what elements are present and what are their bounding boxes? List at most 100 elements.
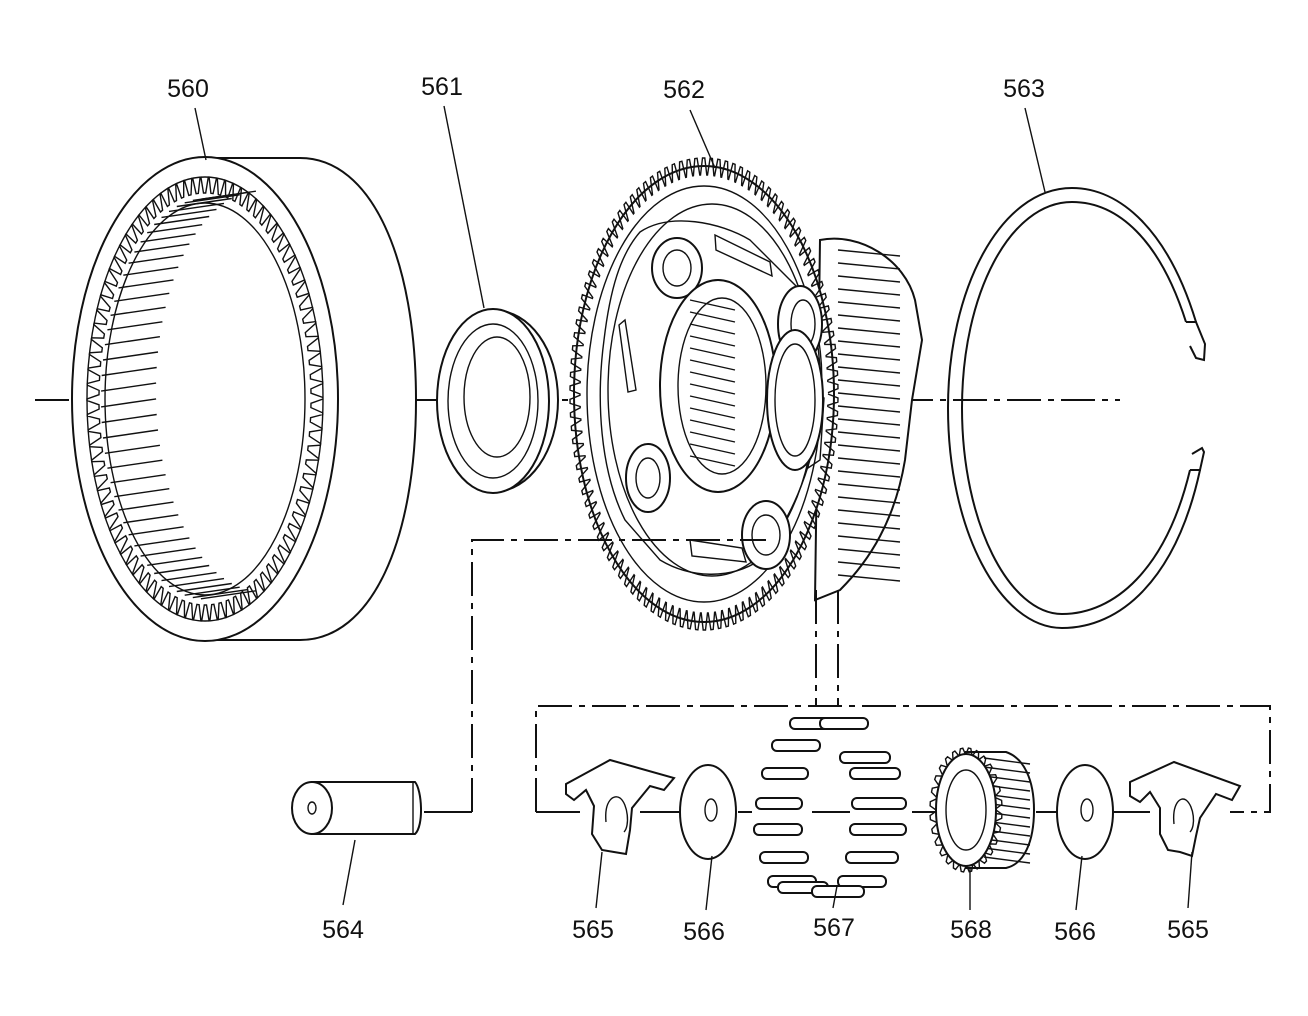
leader-561 [443, 105, 485, 309]
ring-tooth-face [147, 556, 203, 566]
thrust-washer-565-left [565, 758, 688, 856]
hub-spline [689, 443, 736, 455]
needle-roller [851, 797, 907, 810]
rear-pinion-tooth [837, 288, 901, 296]
pinion-tooth-face [983, 856, 1031, 864]
rear-pinion-tooth [837, 379, 901, 387]
pinion-assembly-bracket [535, 590, 1271, 813]
ring-tooth-face [154, 564, 210, 575]
rear-pinion-tooth [837, 249, 901, 257]
rear-pinion-tooth [837, 366, 901, 374]
leader-565b [1187, 851, 1193, 909]
hub-spline [689, 299, 736, 311]
ring-tooth-face [107, 459, 163, 469]
rear-pinion-tooth [837, 457, 901, 465]
leader-566a [705, 855, 713, 911]
rear-pinion-tooth [837, 483, 901, 491]
thrust-washer-565-right [1129, 760, 1242, 858]
ring-gear-tooth-faces [100, 190, 257, 600]
rear-pinion-tooth [837, 509, 901, 517]
needle-roller [839, 751, 891, 764]
hub-splines [689, 299, 736, 467]
rear-pinion-tooth [837, 470, 901, 478]
rear-pinion-tooth [837, 561, 901, 569]
carrier-gear-teeth [569, 157, 839, 631]
leader-lines [194, 105, 1193, 911]
ring-tooth-face [134, 243, 190, 253]
ring-tooth-face [200, 590, 257, 600]
hub-spline [689, 395, 736, 407]
rear-pinion-tooth [837, 314, 901, 322]
callout-568: 568 [950, 916, 992, 944]
needle-roller [755, 797, 803, 810]
hub-spline [689, 311, 736, 323]
ring-tooth-face [140, 233, 196, 243]
rear-pinion-tooth [837, 327, 901, 335]
ring-tooth-face [114, 292, 170, 302]
ring-tooth-face [114, 488, 170, 498]
ring-tooth-face [161, 571, 217, 582]
ring-tooth-face [100, 398, 157, 408]
leader-567 [832, 885, 838, 909]
ring-tooth-face [140, 547, 196, 557]
ring-tooth-face [123, 514, 179, 524]
leader-564 [342, 839, 356, 906]
ring-tooth-face [107, 321, 163, 331]
needle-roller [811, 885, 865, 898]
rear-pinion-teeth [837, 249, 901, 582]
internal-ring-gear-560 [71, 156, 418, 642]
needle-roller [849, 823, 907, 836]
needle-roller [759, 851, 809, 864]
snap-ring-563 [946, 186, 1207, 630]
rear-pinion-tooth [837, 418, 901, 426]
pinion-shaft-564 [291, 781, 472, 835]
ring-tooth-face [154, 215, 210, 226]
leader-562 [689, 109, 716, 169]
ring-tooth-profile [86, 176, 324, 622]
ring-tooth-face [128, 254, 184, 264]
needle-roller [753, 823, 803, 836]
ring-tooth-face [118, 279, 174, 289]
ring-tooth-face [200, 190, 257, 200]
ring-tooth-face [147, 224, 203, 234]
rear-pinion-tooth [837, 522, 901, 530]
ring-tooth-face [176, 582, 232, 593]
assembly-leader-564 [471, 539, 766, 812]
needle-roller [761, 767, 809, 780]
pinion-tooth-face [983, 757, 1031, 765]
ring-tooth-face [192, 588, 248, 599]
ring-tooth-face [128, 526, 184, 536]
ring-tooth-face [184, 194, 240, 204]
ring-tooth-face [101, 366, 157, 377]
callout-560: 560 [167, 75, 209, 103]
needle-roller [849, 767, 901, 780]
hub-spline [689, 383, 736, 395]
ring-tooth-face [110, 474, 166, 484]
callout-565-left: 565 [572, 916, 614, 944]
ring-tooth-face [102, 351, 159, 361]
callout-labels: 560 561 562 563 564 565 566 567 568 566 … [167, 73, 1209, 946]
ring-tooth-face [161, 208, 217, 219]
callout-562: 562 [663, 76, 705, 104]
washer-566-left [679, 764, 752, 860]
callout-567: 567 [813, 914, 855, 942]
ring-tooth-face [100, 382, 157, 392]
ring-tooth-face [118, 501, 174, 511]
planetary-carrier-562 [569, 157, 924, 631]
needle-bearings-567 [753, 717, 907, 898]
rear-pinion-tooth [837, 392, 901, 400]
ring-tooth-face [104, 444, 161, 454]
ring-tooth-face [104, 336, 161, 346]
leader-563 [1024, 107, 1046, 193]
callout-563: 563 [1003, 75, 1045, 103]
hub-spline [689, 407, 736, 419]
rear-pinion-tooth [837, 340, 901, 348]
ring-tooth-face [168, 577, 225, 588]
seal-561 [436, 308, 560, 494]
ring-gear-teeth [86, 176, 324, 622]
rear-pinion-tooth [837, 275, 901, 283]
ring-tooth-face [168, 202, 225, 213]
needle-roller [845, 851, 899, 864]
ring-tooth-face [184, 586, 240, 596]
